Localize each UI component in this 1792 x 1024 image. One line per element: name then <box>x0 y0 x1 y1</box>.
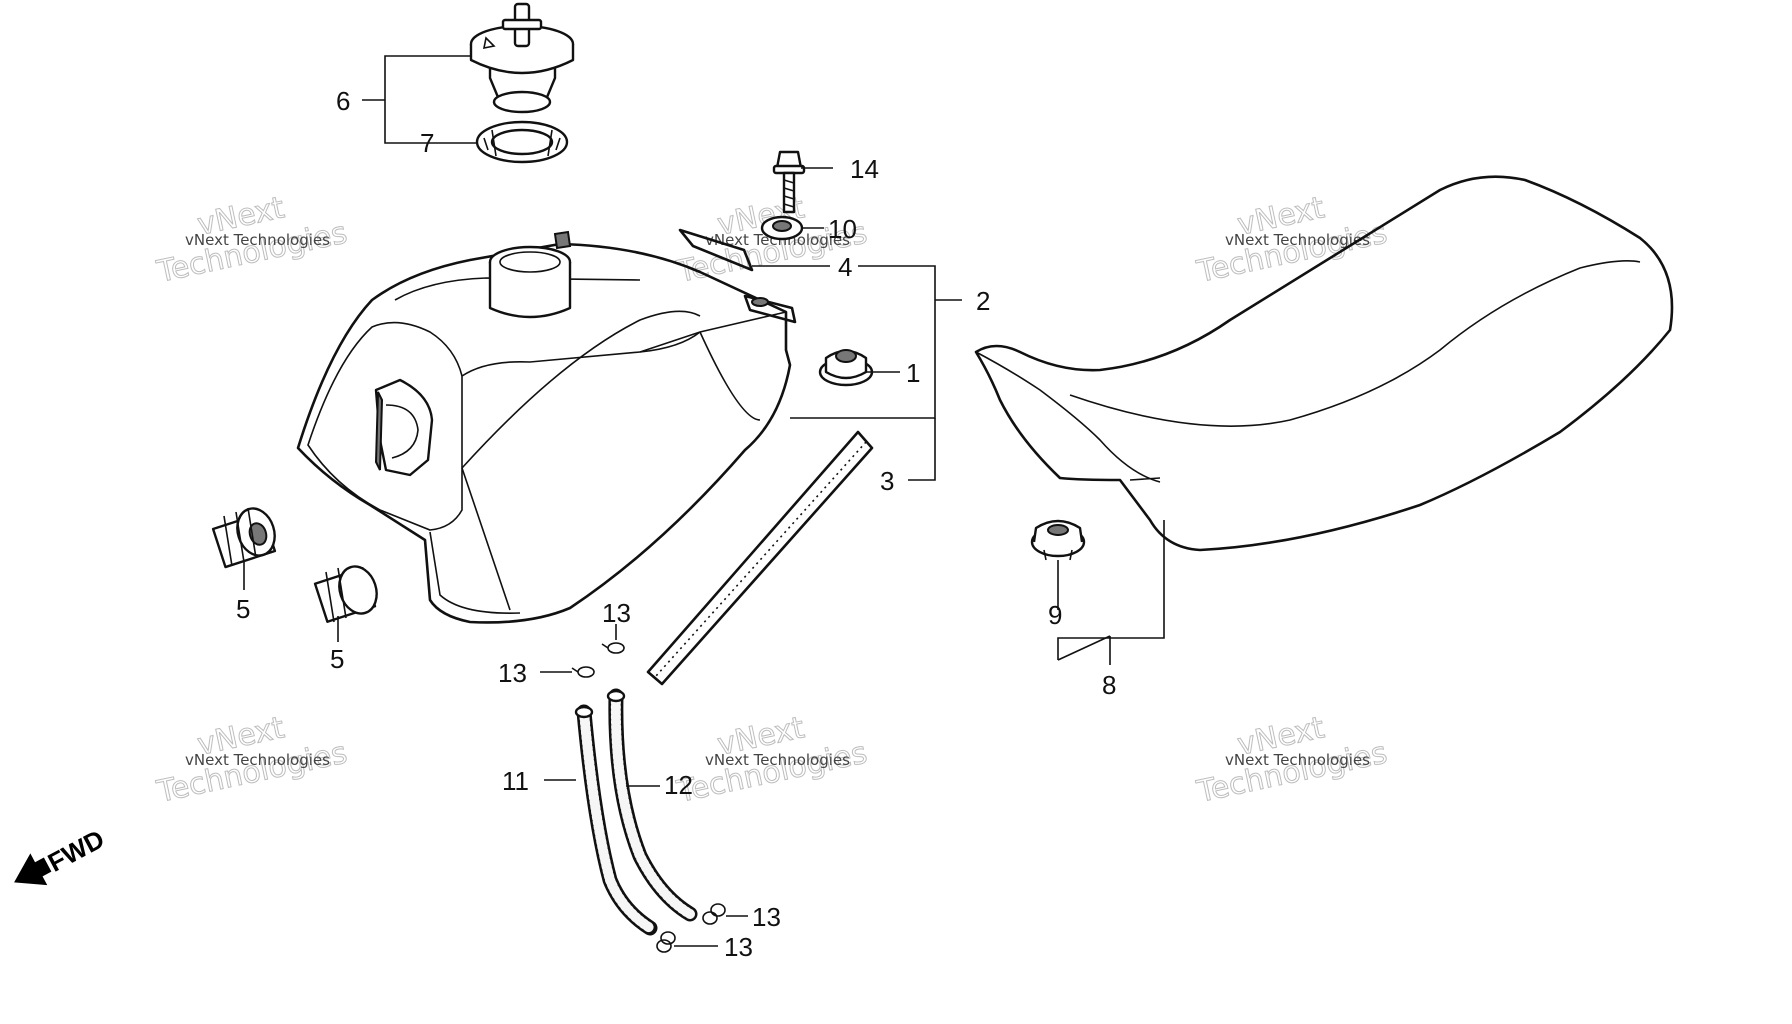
callout-4: 4 <box>838 252 852 282</box>
part-collar <box>760 215 804 241</box>
callout-labels: 6 7 14 10 4 2 1 3 5 5 13 13 11 12 13 13 … <box>236 86 1116 962</box>
watermark-text: vNext Technologies <box>185 751 330 769</box>
callout-13d: 13 <box>724 932 753 962</box>
leader-lines <box>243 55 1165 947</box>
watermark-bottom-center: vNext Technologies vNext Technologies <box>673 710 871 811</box>
callout-13c: 13 <box>752 902 781 932</box>
watermark-text: vNext Technologies <box>185 231 330 249</box>
callout-2: 2 <box>976 286 990 316</box>
callout-5a: 5 <box>236 594 250 624</box>
watermark-text: vNext Technologies <box>1225 751 1370 769</box>
watermark-text: vNext Technologies <box>1225 231 1370 249</box>
forward-direction-indicator: FWD <box>14 823 109 886</box>
part-fuel-cap <box>469 2 575 114</box>
part-rubber-cushion <box>818 349 874 387</box>
callout-5b: 5 <box>330 644 344 674</box>
part-cap-gasket <box>475 120 569 164</box>
callout-9: 9 <box>1048 600 1062 630</box>
callout-14: 14 <box>850 154 879 184</box>
fwd-label: FWD <box>43 823 109 877</box>
part-fuel-hose-b <box>606 688 698 922</box>
callout-7: 7 <box>420 128 434 158</box>
part-rubber-mount-a <box>211 507 277 569</box>
part-seat <box>974 175 1674 561</box>
watermark-bottom-right: vNext Technologies vNext Technologies <box>1193 710 1391 811</box>
part-rubber-mount-b <box>313 565 378 623</box>
watermark-text: vNext Technologies <box>705 751 850 769</box>
arrow-left-icon <box>14 853 52 886</box>
callout-8: 8 <box>1102 670 1116 700</box>
callout-13a: 13 <box>602 598 631 628</box>
callout-1: 1 <box>906 358 920 388</box>
callout-12: 12 <box>664 770 693 800</box>
callout-6: 6 <box>336 86 350 116</box>
part-hose-clips <box>571 642 726 953</box>
part-fuel-tank <box>296 230 797 624</box>
watermark-bottom-left: vNext Technologies vNext Technologies <box>153 710 351 811</box>
part-foam-strip <box>646 430 874 686</box>
watermark-top-left: vNext Technologies vNext Technologies <box>153 190 351 291</box>
callout-3: 3 <box>880 466 894 496</box>
part-fuel-hose-a <box>574 704 658 936</box>
part-mounting-tab <box>678 228 754 272</box>
callout-13b: 13 <box>498 658 527 688</box>
callout-10: 10 <box>828 214 857 244</box>
watermark-text: vNext Technologies <box>705 231 850 249</box>
callout-11: 11 <box>502 766 529 796</box>
watermark-group: vNext Technologies vNext Technologies vN… <box>153 190 1391 811</box>
